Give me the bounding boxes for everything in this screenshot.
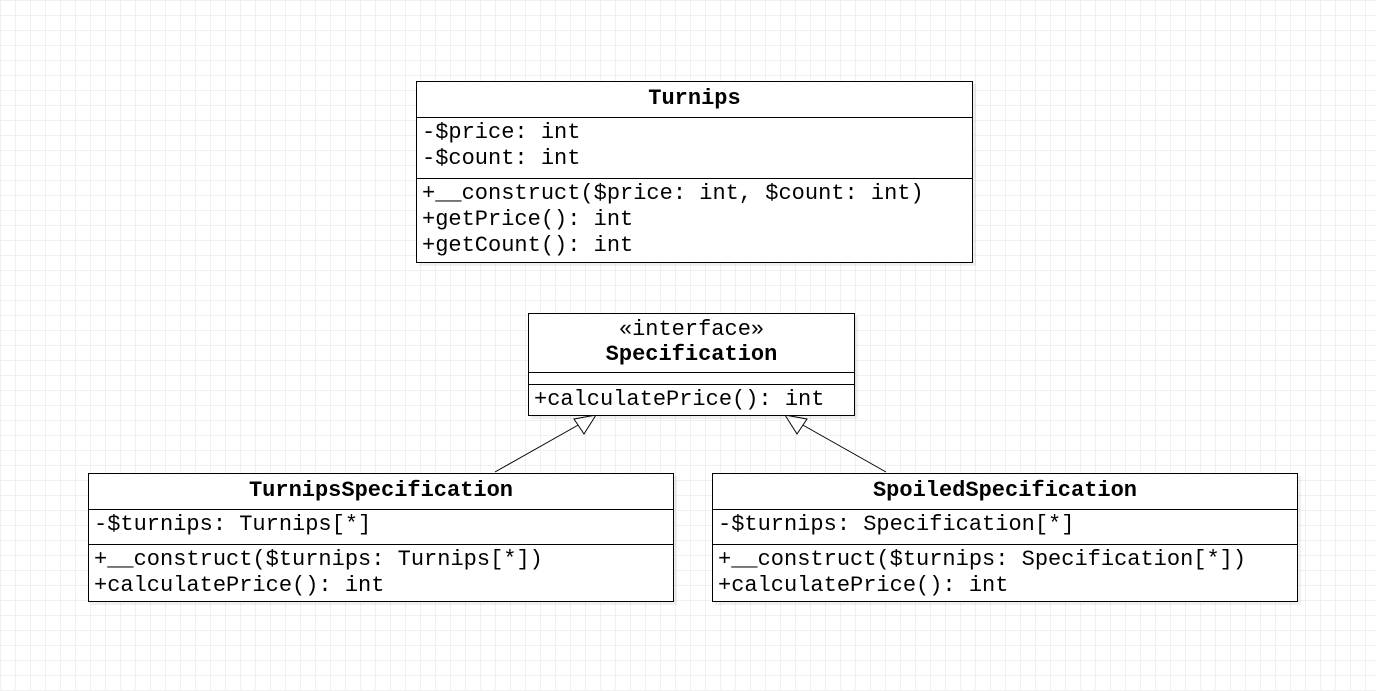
class-stereotype: «interface»	[618, 317, 765, 342]
realization-line	[800, 423, 887, 473]
attribute: -$turnips: Turnips[*]	[94, 512, 372, 537]
method: +getCount(): int	[422, 233, 634, 258]
attributes-section: -$turnips: Turnips[*]	[89, 510, 673, 544]
class-header: Turnips	[417, 82, 972, 118]
method: +calculatePrice(): int	[534, 387, 825, 412]
realization-spoiledspecification-to-specification	[783, 414, 887, 473]
method: +__construct($price: int, $count: int)	[422, 181, 924, 206]
methods-section: +calculatePrice(): int	[529, 384, 854, 413]
class-turnips[interactable]: Turnips -$price: int -$count: int +__con…	[416, 81, 973, 263]
class-header: «interface» Specification	[529, 314, 854, 373]
realization-line	[494, 423, 581, 473]
attributes-section: -$price: int -$count: int	[417, 118, 972, 178]
methods-section: +__construct($turnips: Turnips[*]) +calc…	[89, 544, 673, 599]
class-name: SpoiledSpecification	[872, 478, 1138, 503]
method: +calculatePrice(): int	[94, 573, 385, 598]
realization-arrowhead	[783, 414, 808, 435]
method: +__construct($turnips: Turnips[*])	[94, 547, 543, 572]
class-name: Turnips	[648, 86, 741, 111]
method: +getPrice(): int	[422, 207, 634, 232]
interface-specification[interactable]: «interface» Specification +calculatePric…	[528, 313, 855, 416]
attribute: -$price: int	[422, 120, 581, 145]
attributes-section	[529, 373, 854, 384]
attributes-section: -$turnips: Specification[*]	[713, 510, 1297, 544]
class-name: Specification	[605, 342, 778, 367]
class-header: TurnipsSpecification	[89, 474, 673, 510]
methods-section: +__construct($price: int, $count: int) +…	[417, 178, 972, 259]
class-turnips-specification[interactable]: TurnipsSpecification -$turnips: Turnips[…	[88, 473, 674, 602]
realization-arrowhead	[573, 414, 598, 435]
class-spoiled-specification[interactable]: SpoiledSpecification -$turnips: Specific…	[712, 473, 1298, 602]
attribute: -$count: int	[422, 146, 581, 171]
class-name: TurnipsSpecification	[248, 478, 514, 503]
methods-section: +__construct($turnips: Specification[*])…	[713, 544, 1297, 599]
method: +calculatePrice(): int	[718, 573, 1009, 598]
method: +__construct($turnips: Specification[*])	[718, 547, 1247, 572]
class-header: SpoiledSpecification	[713, 474, 1297, 510]
attribute: -$turnips: Specification[*]	[718, 512, 1075, 537]
realization-turnipsspecification-to-specification	[494, 414, 598, 473]
